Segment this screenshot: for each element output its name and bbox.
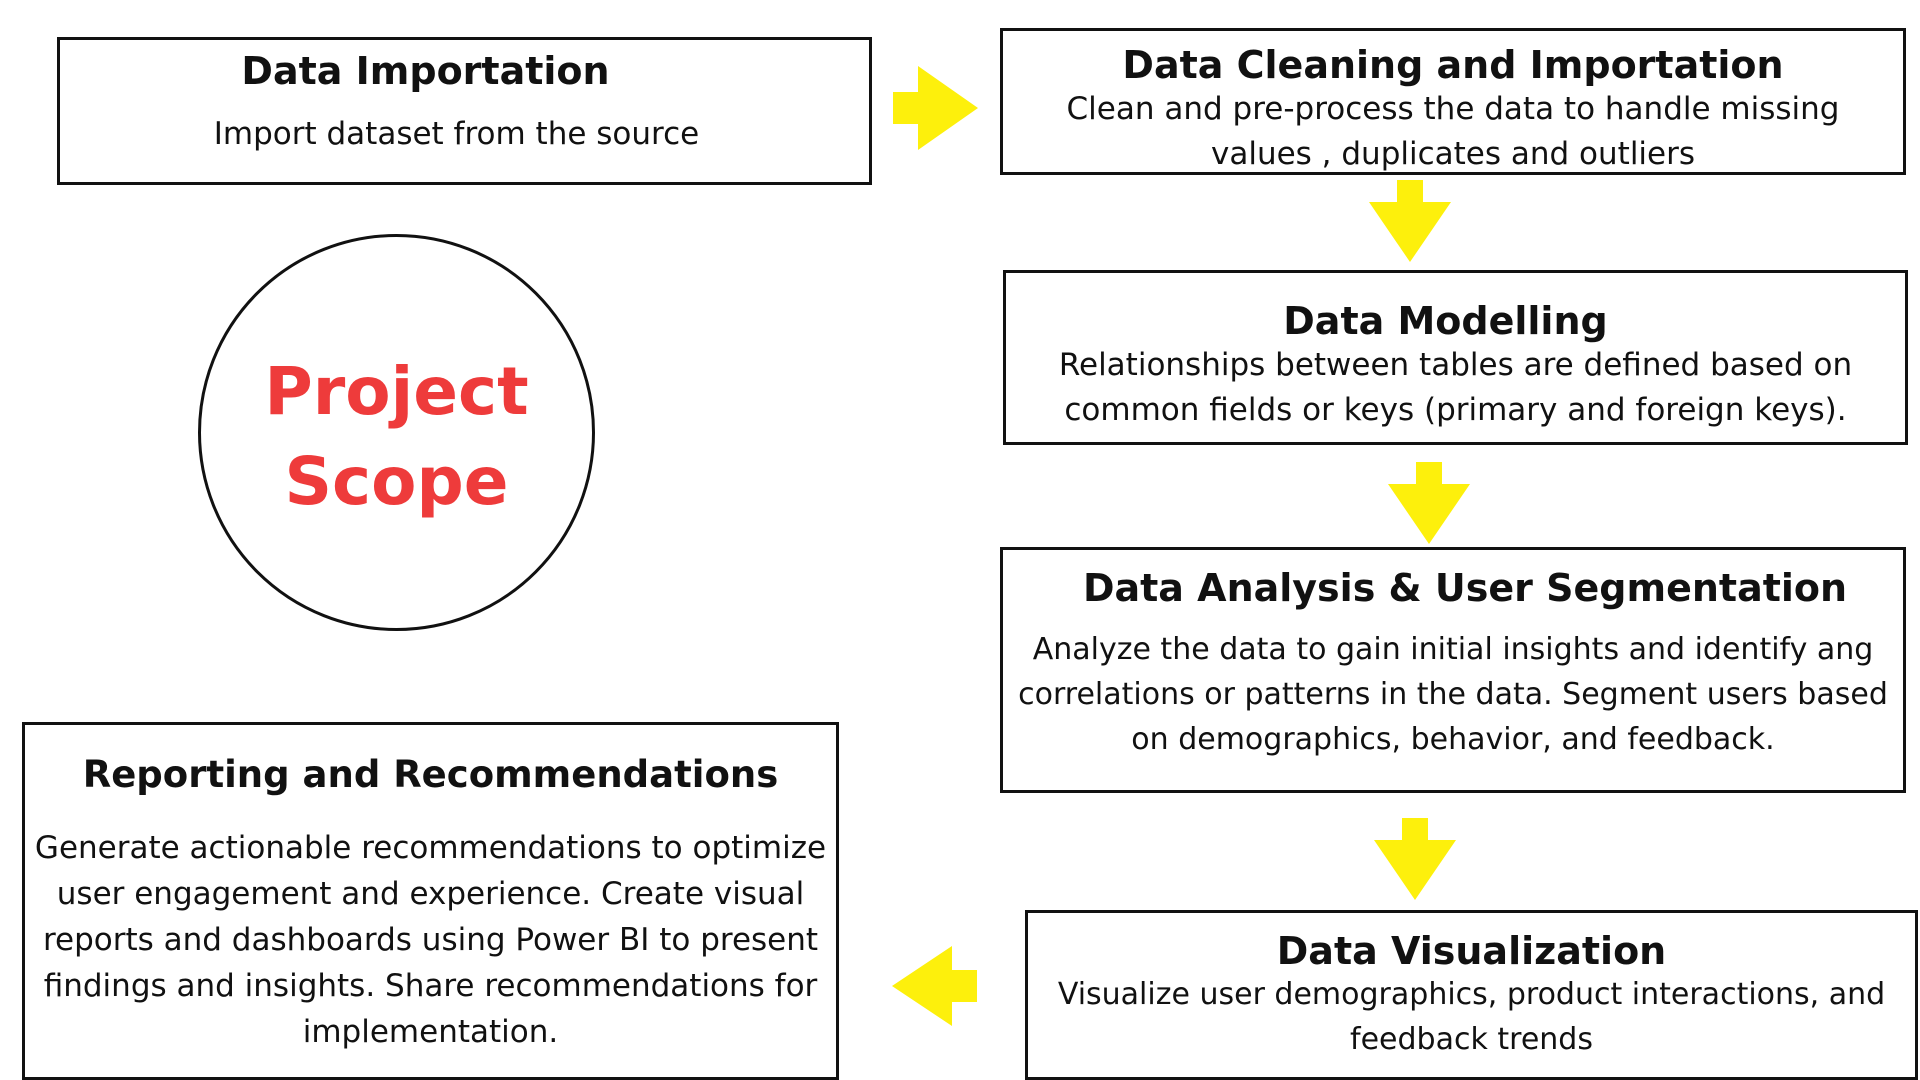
step-data-modelling: Data Modelling Relationships between tab…: [1003, 270, 1908, 445]
scope-line-2: Scope: [284, 443, 509, 520]
scope-line-1: Project: [264, 353, 529, 430]
project-scope-circle: Project Scope: [198, 234, 595, 631]
step-reporting-recommendations: Reporting and Recommendations Generate a…: [22, 722, 839, 1080]
step-data-visualization: Data Visualization Visualize user demogr…: [1025, 910, 1918, 1080]
step-description: Visualize user demographics, product int…: [1057, 977, 1886, 1057]
step-data-cleaning: Data Cleaning and Importation Clean and …: [1000, 28, 1906, 175]
arrow-down-icon: [1374, 818, 1456, 900]
step-description: Clean and pre-process the data to handle…: [1066, 91, 1840, 172]
arrow-down-icon: [1388, 462, 1470, 544]
arrow-right-icon: [893, 66, 978, 150]
arrow-left-icon: [892, 946, 977, 1026]
step-title: Data Cleaning and Importation: [1122, 43, 1784, 87]
step-title: Reporting and Recommendations: [82, 753, 779, 796]
step-data-importation: Data Importation Import dataset from the…: [57, 37, 872, 185]
arrow-down-icon: [1369, 180, 1451, 262]
project-scope-label: Project Scope: [201, 347, 592, 527]
step-description: Relationships between tables are defined…: [1058, 347, 1853, 428]
step-description: Generate actionable recommendations to o…: [34, 830, 827, 1050]
step-title: Data Analysis & User Segmentation: [1082, 566, 1848, 610]
step-data-analysis: Data Analysis & User Segmentation Analyz…: [1000, 547, 1906, 793]
step-description: Import dataset from the source: [213, 116, 700, 152]
step-title: Data Importation: [241, 49, 610, 93]
step-title: Data Modelling: [1283, 299, 1608, 343]
step-title: Data Visualization: [1276, 929, 1667, 973]
step-description: Analyze the data to gain initial insight…: [1018, 632, 1888, 757]
